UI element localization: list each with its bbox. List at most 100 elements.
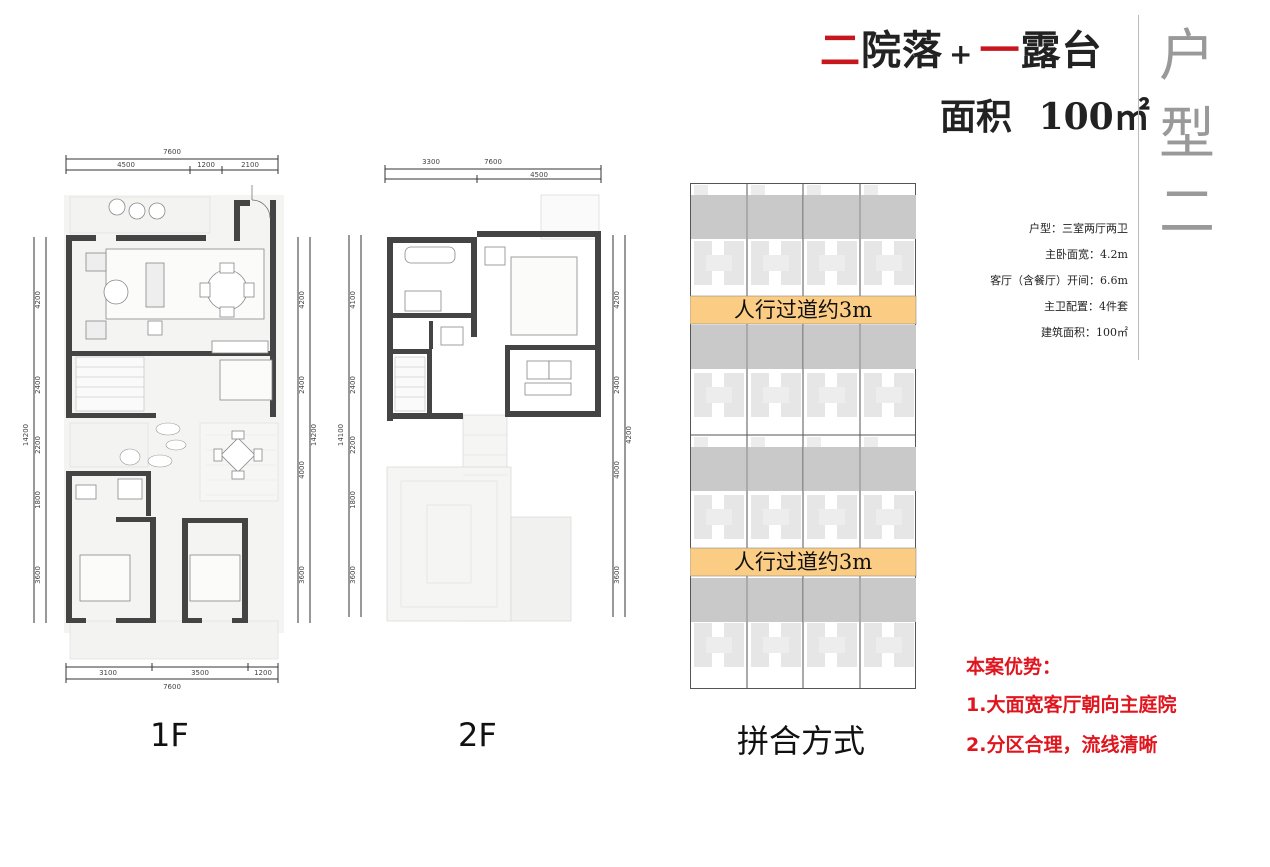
unit-block [748,195,803,239]
side-title-char: 型 [1159,102,1215,167]
unit-block [876,509,902,525]
unit-block [861,578,916,622]
unit-block [706,255,732,271]
dim-1f-side: 4200 [34,291,42,309]
unit-block [807,495,825,539]
unit-block [781,241,801,285]
unit-block [706,637,732,653]
unit-block [763,387,789,403]
unit-block [748,578,803,622]
unit-block [861,447,916,491]
unit-block [724,241,744,285]
unit-block [861,325,916,369]
dim-1f-side: 3600 [34,566,42,584]
dim-2f-top: 4500 [530,171,548,179]
dim-1f-side: 4000 [298,461,306,479]
unit-block [691,325,746,369]
title-part1: 二 [820,27,861,74]
unit-block [724,495,744,539]
unit-block [763,509,789,525]
unit-block [864,241,882,285]
area-heading: 面积 100㎡ [940,88,1150,140]
unit-block [864,495,882,539]
unit-block [819,255,845,271]
title-plus: + [949,38,974,71]
dim-2f-side-total: 14100 [337,424,345,446]
dim-2f-side: 1800 [349,491,357,509]
unit-block [751,241,769,285]
unit-block [694,495,712,539]
unit-block [694,623,712,667]
floor-plan-1f: 7600 4500 1200 2100 3100 3500 1200 7600 … [22,148,318,690]
unit-block [819,509,845,525]
unit-block [819,637,845,653]
unit-block [864,623,882,667]
unit-block [894,373,914,417]
unit-block [876,637,902,653]
unit-block [837,373,857,417]
unit-block [864,185,878,195]
unit-block [748,447,803,491]
unit-block [691,195,746,239]
unit-block [694,437,708,447]
unit-block [691,447,746,491]
unit-block [748,325,803,369]
dim-1f-bottom: 1200 [254,669,272,677]
unit-block [694,241,712,285]
dim-1f-top-total: 7600 [163,148,181,156]
unit-block [691,578,746,622]
page-title: 二院落+一露台 [820,18,1102,76]
divider-line [1138,15,1139,360]
side-title: 户 型 二 [1152,18,1222,252]
dim-1f-bottom-total: 7600 [163,683,181,690]
dim-2f-side: 2200 [349,436,357,454]
dim-2f-side: 4200 [613,291,621,309]
dim-1f-top: 4500 [117,161,135,169]
unit-block [751,373,769,417]
unit-block [894,495,914,539]
unit-block [876,387,902,403]
label-1f: 1F [150,716,189,754]
area-label: 面积 [940,96,1013,138]
area-value: 100㎡ [1038,96,1150,138]
spec-item: 主卫配置：4件套 [1044,300,1128,313]
corridor-label-bottom: 人行过道约3m [734,550,872,574]
dim-1f-side: 2200 [34,436,42,454]
unit-block [804,578,859,622]
title-part4: 露台 [1020,27,1103,74]
dim-2f-side: 4000 [613,461,621,479]
dim-1f-top: 2100 [241,161,259,169]
unit-block [781,373,801,417]
unit-block [763,637,789,653]
unit-block [837,241,857,285]
dim-2f-top: 3300 [422,158,440,166]
dim-1f-top: 1200 [197,161,215,169]
unit-block [807,185,821,195]
unit-block [864,373,882,417]
spec-item: 主卧面宽：4.2m [1045,248,1128,261]
unit-block [751,495,769,539]
label-combination: 拼合方式 [737,722,866,760]
unit-block [804,447,859,491]
unit-block [751,623,769,667]
title-part2: 院落 [861,27,943,74]
dim-1f-side-total: 14200 [22,424,30,446]
unit-block [724,623,744,667]
side-title-char: 户 [1159,24,1215,89]
combination-diagram: 人行过道约3m 人行过道约3m [690,183,917,689]
unit-block [876,255,902,271]
unit-block [807,241,825,285]
spec-item: 建筑面积：100㎡ [1041,326,1128,339]
corridor-band-bottom [690,547,917,577]
dim-2f-top-total: 7600 [484,158,502,166]
unit-block [807,437,821,447]
unit-block [751,185,765,195]
unit-block [819,387,845,403]
dim-2f-side: 3600 [613,566,621,584]
spec-item: 客厅（含餐厅）开间：6.6m [990,274,1128,287]
dim-1f-side: 3600 [298,566,306,584]
advantage-item: 2.分区合理，流线清晰 [966,734,1158,756]
dim-2f-side: 3600 [349,566,357,584]
unit-block [864,437,878,447]
unit-block [706,509,732,525]
